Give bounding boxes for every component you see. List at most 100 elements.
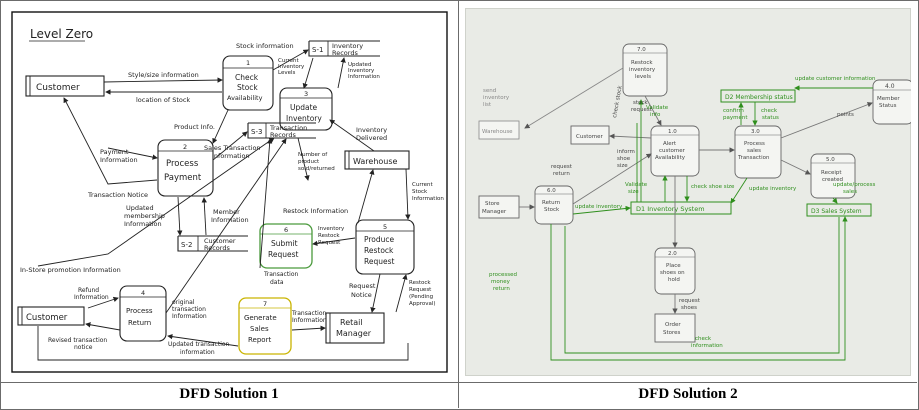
label-updated-member-2: membership <box>124 212 165 220</box>
process-6-0-line1: Return <box>542 200 561 206</box>
label-revised-2: notice <box>74 344 93 351</box>
dfd-solution-2-diagram: 7.0 Restock inventory levels 1.0 Alert c… <box>465 8 911 376</box>
process-1-0-number: 1.0 <box>668 129 677 135</box>
store-d1-inventory <box>630 201 732 215</box>
process-5-0-line2: created <box>822 177 843 183</box>
label-shoe-size-1: inform <box>617 149 635 155</box>
entity-store-manager-line2: Manager <box>482 209 507 215</box>
flow-update-process-sales-line <box>832 197 838 204</box>
flow-restock-info-line <box>357 169 375 224</box>
label-member-info-1: Member <box>213 208 240 216</box>
store-s2-id: S-2 <box>181 241 192 249</box>
label-inv-restock-2: Restock <box>318 233 340 239</box>
process-3-0-process-sales <box>734 125 782 179</box>
entity-customer-top <box>25 75 105 97</box>
label-inv-restock-3: Request <box>318 240 341 246</box>
flow-style-size-line <box>103 77 223 83</box>
process-1-line2: Stock <box>237 83 258 92</box>
label-original-trans-1: original <box>172 299 195 306</box>
label-stock-request-1: stock <box>633 100 648 106</box>
flow-revised-notice-line <box>85 322 121 331</box>
entity-customer-bottom-label: Customer <box>26 313 68 323</box>
process-5-line3: Request <box>364 257 395 266</box>
label-points: points <box>837 112 854 118</box>
label-restock-pending-4: Approval) <box>409 301 436 307</box>
label-update-inventory-2: update inventory <box>749 186 797 192</box>
label-update-customer: update customer information <box>795 76 876 82</box>
flow-sales-receipt-line <box>780 159 811 175</box>
process-7-line2: Sales <box>250 325 269 333</box>
flow-updated-inventory-line <box>337 57 346 89</box>
process-3-0-line1: Process <box>744 141 765 147</box>
process-7-0-line1: Restock <box>631 60 653 66</box>
flow-bottom-loop-line <box>37 326 409 361</box>
label-payment-info-1: Payment <box>100 148 129 156</box>
label-current-inv-3: Levels <box>278 70 296 76</box>
label-request-shoes-2: shoes <box>681 305 697 311</box>
label-check-stock: check stock <box>612 85 624 119</box>
flow-original-transaction-line <box>165 138 287 314</box>
store-s1-shape <box>308 40 380 57</box>
process-6-submit-request <box>259 223 313 269</box>
process-3-0-line3: Transaction <box>737 155 770 161</box>
label-check-information-2: information <box>691 343 723 349</box>
store-s1-line1: Inventory <box>332 42 363 50</box>
label-request-notice-2: Notice <box>351 291 372 299</box>
store-s2-shape <box>177 235 248 252</box>
caption-dfd-solution-2: DFD Solution 2 <box>638 386 738 402</box>
entity-order-stores-line1: Order <box>665 322 681 328</box>
label-current-inv-2: Inventory <box>278 64 305 70</box>
process-1-0-line2: customer <box>659 148 686 154</box>
process-3-line2: Inventory <box>286 114 322 123</box>
flow-transaction-data-line <box>259 138 273 269</box>
flow-inventory-restock-line <box>312 237 356 247</box>
process-7-generate-sales-report <box>238 297 292 355</box>
flow-request-notice-line <box>370 273 381 313</box>
process-7-0-line2: inventory <box>629 67 656 73</box>
process-4-0-member-status <box>872 79 911 125</box>
label-payment-info-2: Information <box>100 156 138 164</box>
label-restock-pending-1: Restock <box>409 280 431 286</box>
process-2-0-line1: Place <box>666 263 681 269</box>
flow-send-inventory-line <box>524 67 624 129</box>
label-products-sold-3: sold/returned <box>298 166 335 172</box>
process-6-line2: Request <box>268 250 299 259</box>
process-4-0-number: 4.0 <box>885 83 895 90</box>
flow-current-inventory-line <box>302 57 314 89</box>
label-request-notice-1: Request <box>349 282 376 290</box>
process-6-number: 6 <box>284 226 288 234</box>
entity-customer-2-label: Customer <box>576 134 603 140</box>
process-1-0-line3: Availability <box>655 155 686 161</box>
entity-retail-manager-line1: Retail <box>340 318 363 327</box>
label-trans-data-1: Transaction <box>263 271 299 278</box>
label-check-status-2: status <box>762 115 779 121</box>
label-update-process-1: update/process <box>833 182 876 188</box>
label-style-size: Style/size information <box>128 71 199 79</box>
column-divider <box>458 0 459 408</box>
label-updated-inv-2: Inventory <box>348 68 375 74</box>
process-5-line1: Produce <box>364 235 395 244</box>
label-validate-size-2: size <box>628 189 639 195</box>
label-restock-pending-2: Request <box>409 287 432 293</box>
label-processed-money-2: money <box>491 279 511 285</box>
flow-customer-alert-line <box>609 133 652 139</box>
label-inv-restock-1: Inventory <box>318 226 345 232</box>
flow-in-store-promotion-line <box>37 137 275 267</box>
label-member-info-2: Information <box>211 216 249 224</box>
label-update-inventory: update inventory <box>575 204 623 210</box>
flow-refund-line <box>87 296 119 309</box>
label-current-stock-3: Information <box>412 196 444 202</box>
flow-updated-transaction-line <box>167 333 239 347</box>
flow-current-stock-line <box>405 168 411 220</box>
flow-return-request-line <box>572 153 652 205</box>
label-return-request-1: request <box>551 164 573 170</box>
store-d2-membership <box>720 89 796 103</box>
store-d3-label: D3 Sales System <box>811 208 862 215</box>
flow-updated-membership-line <box>177 196 183 236</box>
label-send-inventory-1: send <box>483 88 496 94</box>
label-confirm-payment-2: payment <box>723 115 748 121</box>
flow-points-line <box>780 102 873 139</box>
process-4-0-line2: Status <box>879 103 897 109</box>
label-products-sold-2: product <box>298 159 320 165</box>
caption-dfd-solution-1: DFD Solution 1 <box>179 386 279 402</box>
